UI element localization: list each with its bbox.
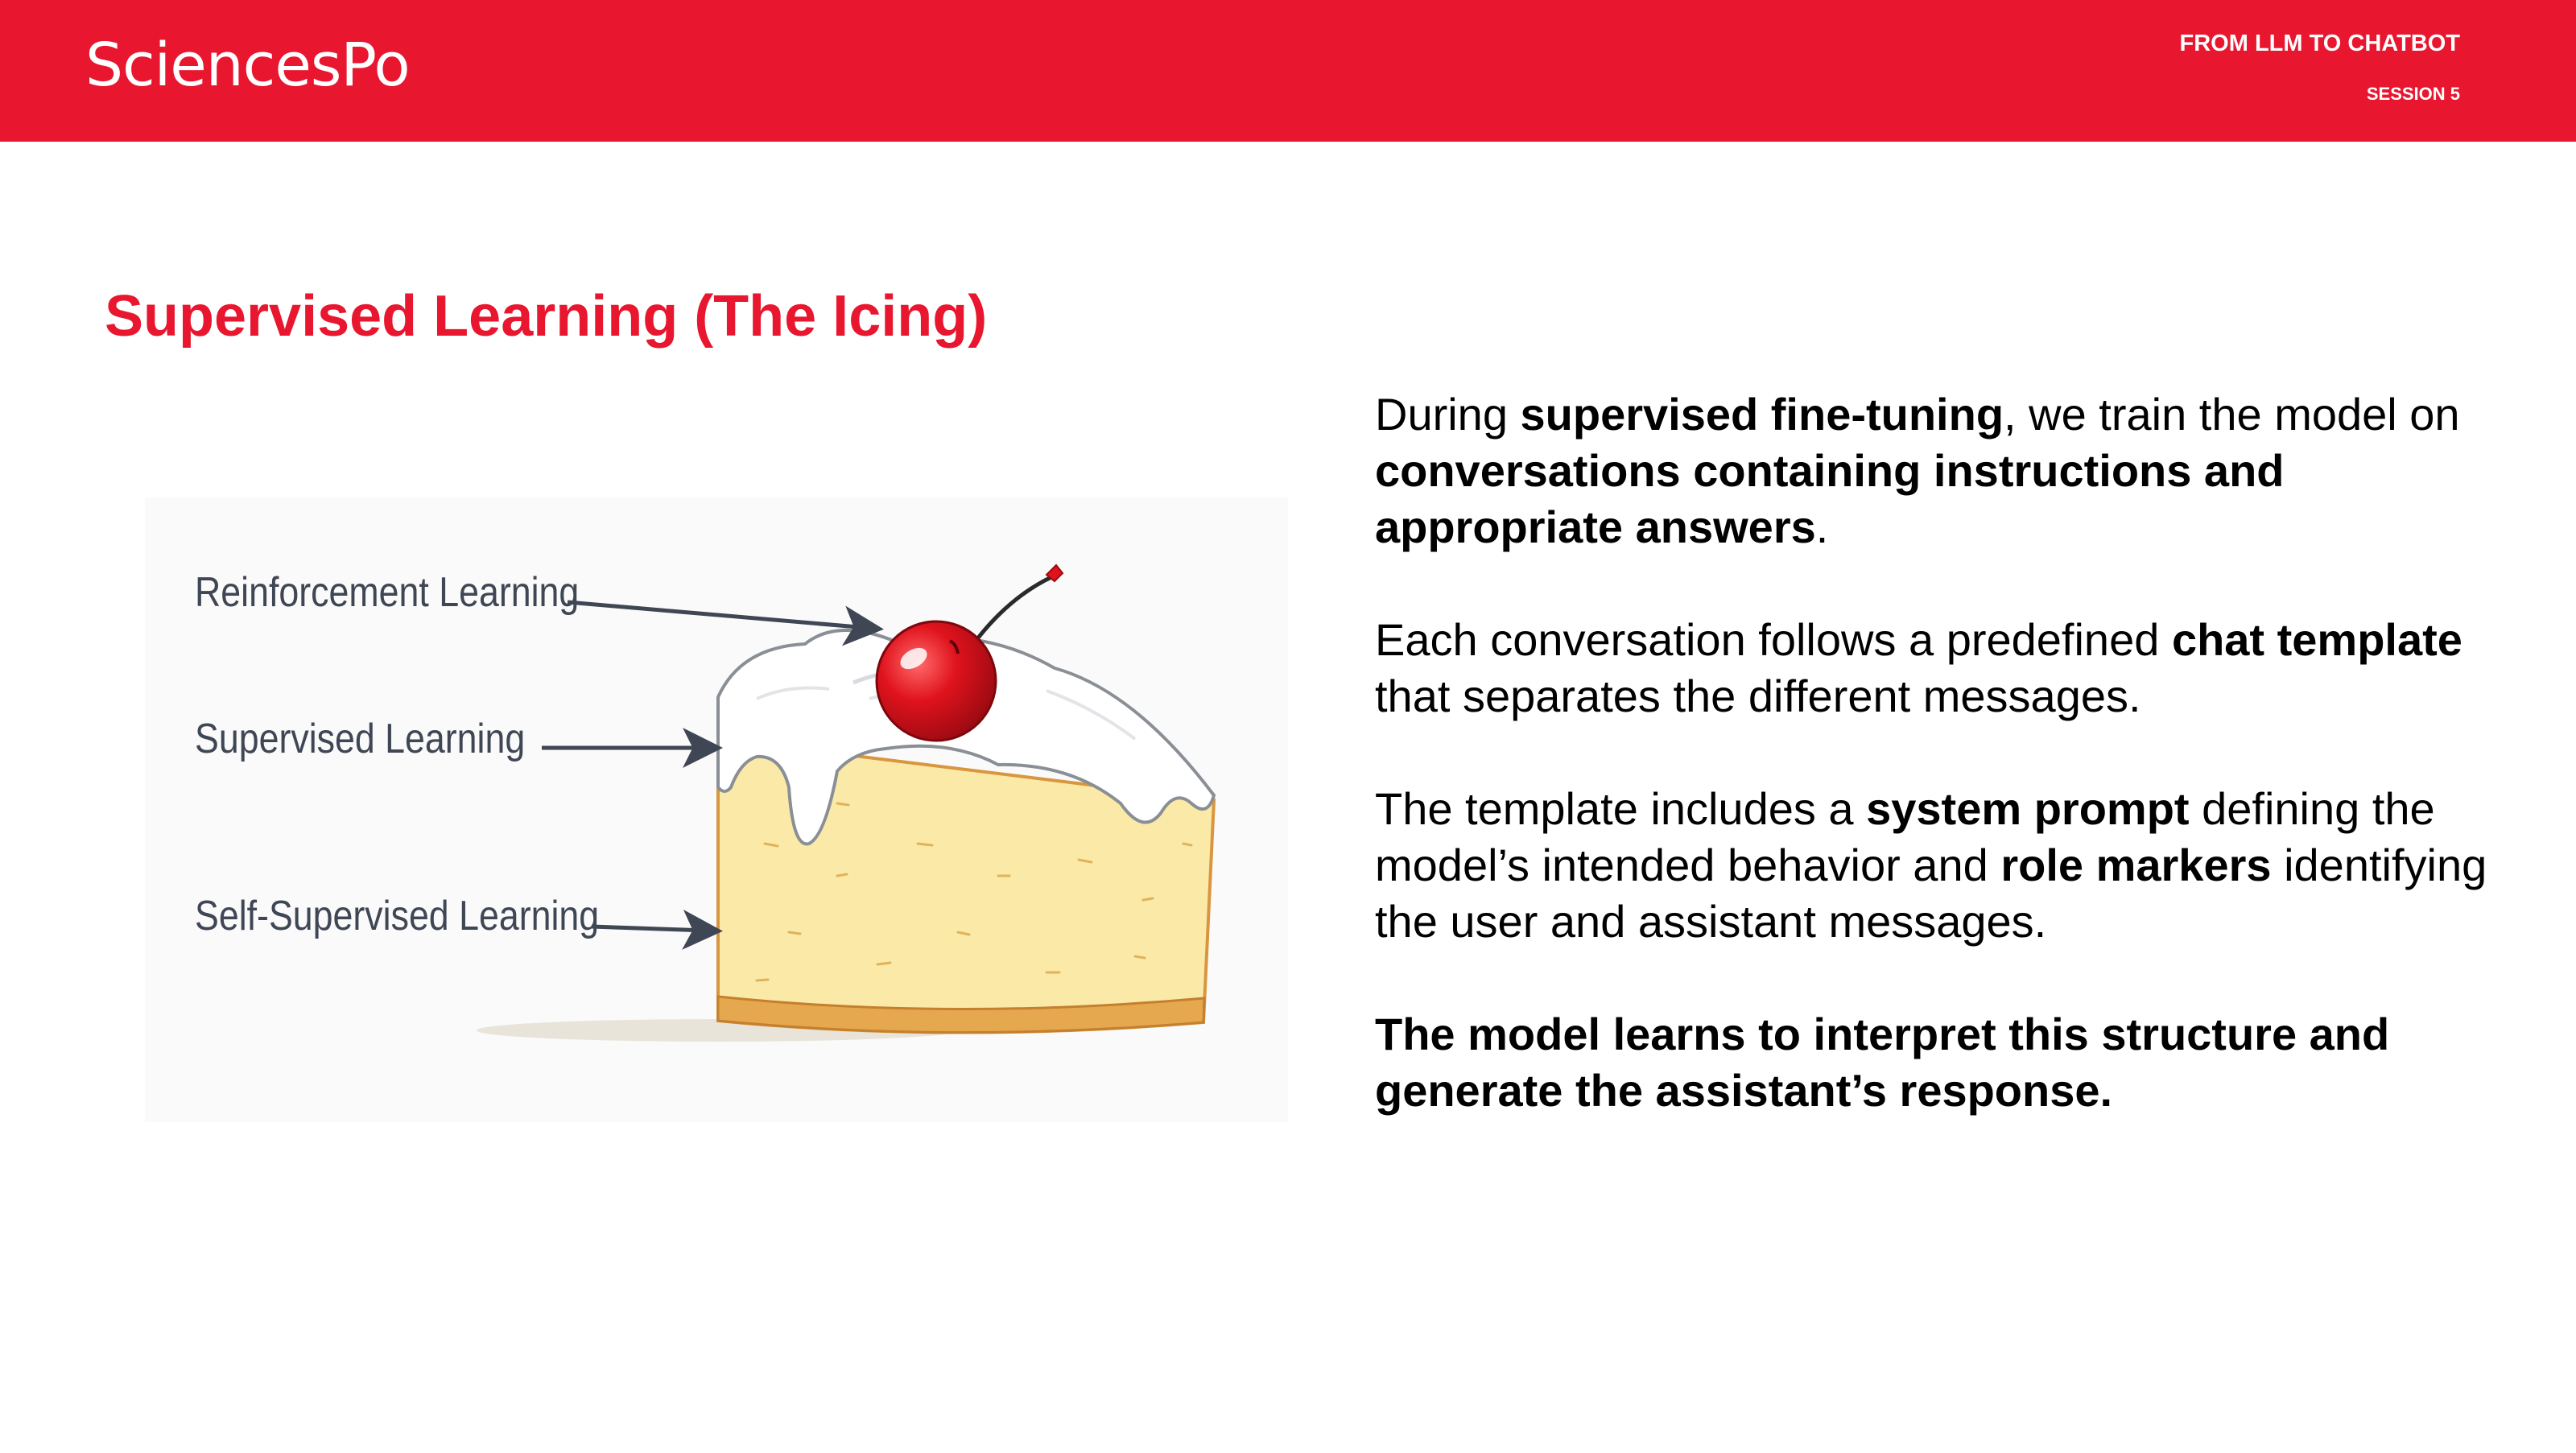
cherry-icon [875,620,997,742]
paragraph-conclusion: The model learns to interpret this struc… [1375,1006,2502,1119]
text: During [1375,389,1521,440]
slide-title: Supervised Learning (The Icing) [105,284,988,349]
label-self-supervised-learning: Self-Supervised Learning [195,893,600,939]
course-title: FROM LLM TO CHATBOT [2179,31,2460,56]
emphasis: supervised fine-tuning [1520,389,2004,440]
emphasis: conversations containing instructions an… [1375,445,2285,552]
text: The template includes a [1375,783,1867,834]
text: . [1815,502,1829,552]
body-text: During supervised fine-tuning, we train … [1375,386,2502,1175]
arrow-icon [591,909,723,950]
emphasis: The model learns to interpret this struc… [1375,1009,2390,1116]
session-label: SESSION 5 [2366,84,2460,104]
sciencespo-logo: SciencesPo [85,31,411,100]
header-bar: SciencesPo FROM LLM TO CHATBOT SESSION 5 [0,0,2576,142]
cake-slice-icon [477,563,1216,1042]
label-supervised-learning: Supervised Learning [195,716,526,762]
arrow-icon [567,600,884,646]
text: defining the model’s intended behavior a… [1375,783,2435,890]
paragraph-chat-template: Each conversation follows a predefined c… [1375,612,2502,724]
emphasis: system prompt [1866,783,2190,834]
paragraph-supervised-fine-tuning: During supervised fine-tuning, we train … [1375,386,2502,555]
paragraph-system-prompt: The template includes a system prompt de… [1375,781,2502,950]
text: Each conversation follows a predefined [1375,614,2172,665]
text: , we train the model on [2004,389,2460,440]
emphasis: role markers [2000,840,2272,890]
label-reinforcement-learning: Reinforcement Learning [195,569,580,616]
cake-diagram: Reinforcement Learning Supervised Learni… [145,497,1288,1122]
text: identifying the user and assistant messa… [1375,840,2487,947]
emphasis: chat template [2171,614,2462,665]
text: that separates the different messages. [1375,671,2141,721]
